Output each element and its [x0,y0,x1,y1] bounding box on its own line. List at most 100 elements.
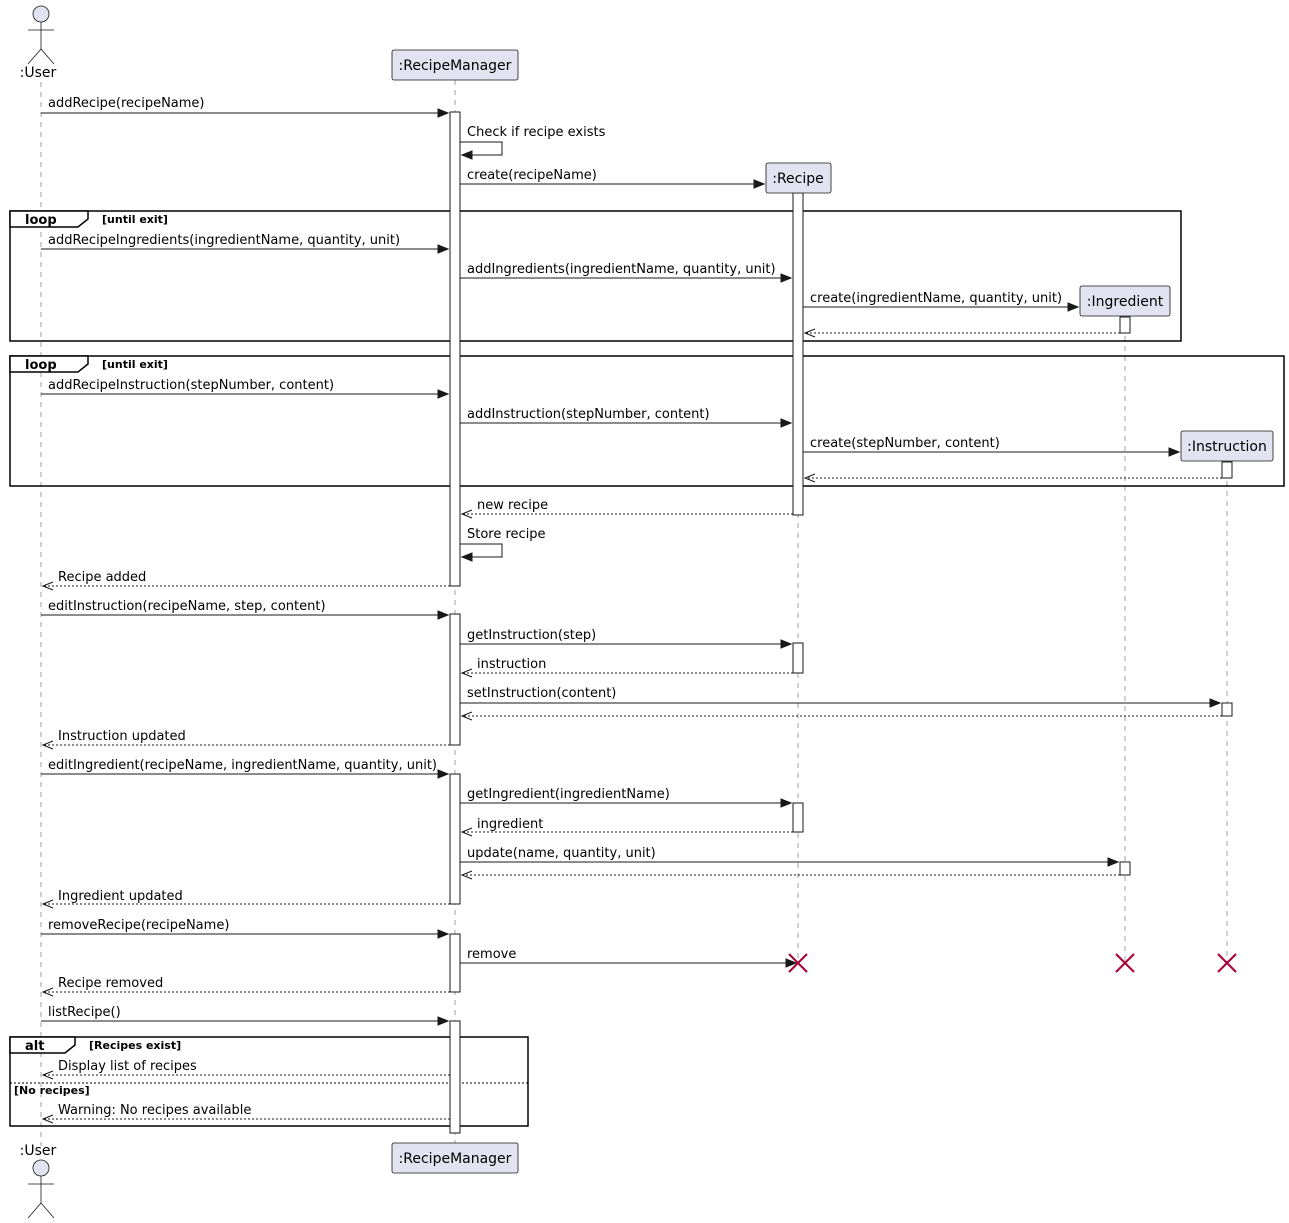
loop-guard: [until exit] [102,213,168,226]
participant-label: :Ingredient [1087,294,1164,310]
message-add-instruction: addInstruction(stepNumber, content) [460,407,793,428]
message-add-recipe-instruction: addRecipeInstruction(stepNumber, content… [41,378,450,399]
message-set-instruction: setInstruction(content) [460,686,1222,708]
message-add-ingredients: addIngredients(ingredientName, quantity,… [460,262,793,283]
return-instruction: instruction [460,657,793,678]
return-recipe-removed: Recipe removed [41,976,450,997]
participant-label: :Recipe [772,171,824,187]
actor-head-icon [32,1159,50,1177]
message-get-instruction: getInstruction(step) [460,628,793,649]
activation-bar [1119,861,1131,876]
message-label: addIngredients(ingredientName, quantity,… [467,262,776,277]
loop-tag: loop [25,213,57,228]
activation-bar [449,773,461,905]
message-label: addRecipeIngredients(ingredientName, qua… [48,233,400,248]
message-label: Recipe added [58,570,146,585]
activation-bar [449,1020,461,1134]
activation-bar [792,802,804,833]
activation-bar [1221,702,1233,717]
message-remove: remove [460,947,798,968]
message-add-recipe-ingredients: addRecipeIngredients(ingredientName, qua… [41,233,450,254]
return-from-ingredient [803,328,1120,338]
message-label: addRecipeInstruction(stepNumber, content… [48,378,334,393]
participant-recipe-manager-top: :RecipeManager [391,49,519,81]
destroy-ingredient-icon [1115,953,1135,973]
activation-bar [449,933,461,993]
participant-ingredient: :Ingredient [1079,285,1171,317]
loop-frame-instructions: loop [until exit] [9,355,1285,487]
loop-frame-ingredients: loop [until exit] [9,210,1182,342]
message-get-ingredient: getIngredient(ingredientName) [460,787,793,808]
participant-label: :Instruction [1187,439,1267,455]
message-label: new recipe [477,498,548,513]
return-from-set-instruction [460,711,1222,721]
activation-bar [792,192,804,516]
loop-tag: loop [25,358,57,373]
alt-frame-list: alt [Recipes exist] [No recipes] [9,1036,529,1127]
message-label: instruction [477,657,546,672]
participant-instruction: :Instruction [1180,430,1274,462]
activation-bar [449,613,461,746]
message-edit-instruction: editInstruction(recipeName, step, conten… [41,599,450,620]
message-label: Check if recipe exists [467,125,606,140]
return-ingredient: ingredient [460,817,793,837]
activation-bar [449,111,461,587]
message-label: create(recipeName) [467,168,597,183]
loop-guard: [until exit] [102,358,168,371]
actor-head-icon [32,5,50,23]
message-label: remove [467,947,516,962]
alt-tag: alt [25,1039,44,1054]
message-label: Recipe removed [58,976,163,991]
return-ingredient-updated: Ingredient updated [41,889,450,909]
message-label: create(stepNumber, content) [810,436,1000,451]
destroy-recipe-icon [788,953,808,973]
alt-guard: [Recipes exist] [89,1039,181,1052]
participant-label: :RecipeManager [399,1151,512,1167]
return-instruction-updated: Instruction updated [41,729,450,750]
destroy-instruction-icon [1217,953,1237,973]
return-from-instruction [803,473,1222,483]
message-label: Ingredient updated [58,889,183,904]
message-list-recipe: listRecipe() [41,1005,450,1026]
activation-bar [792,642,804,674]
message-label: addRecipe(recipeName) [48,96,205,111]
message-label: Store recipe [467,527,546,542]
message-label: Instruction updated [58,729,186,744]
message-update-ingredient: update(name, quantity, unit) [460,846,1120,867]
message-addrecipe: addRecipe(recipeName) [41,96,450,118]
participant-recipe-manager-bottom: :RecipeManager [391,1142,519,1174]
message-label: ingredient [477,817,543,832]
participant-label: :RecipeManager [399,58,512,74]
message-remove-recipe: removeRecipe(recipeName) [41,918,450,939]
message-label: editIngredient(recipeName, ingredientNam… [48,758,437,773]
return-no-recipes-warning: Warning: No recipes available [41,1103,450,1124]
alt-else-guard: [No recipes] [14,1084,90,1097]
message-store-recipe: Store recipe [460,527,546,562]
message-label: addInstruction(stepNumber, content) [467,407,710,422]
message-label: getInstruction(step) [467,628,596,643]
return-new-recipe: new recipe [460,498,793,519]
participant-label: :User [20,65,57,81]
message-create-recipe: create(recipeName) [460,168,766,189]
message-edit-ingredient: editIngredient(recipeName, ingredientNam… [41,758,450,779]
message-label: setInstruction(content) [467,686,616,701]
message-create-instruction: create(stepNumber, content) [803,436,1181,457]
message-label: update(name, quantity, unit) [467,846,656,861]
message-label: listRecipe() [48,1005,121,1020]
actor-user-bottom: :User [20,1143,57,1219]
message-label: Display list of recipes [58,1059,197,1074]
message-create-ingredient: create(ingredientName, quantity, unit) [803,291,1080,312]
participant-recipe: :Recipe [765,162,832,194]
participant-label: :User [20,1143,57,1159]
message-label: getIngredient(ingredientName) [467,787,670,802]
message-label: removeRecipe(recipeName) [48,918,229,933]
actor-user-top: :User [20,5,57,81]
activation-bar [1221,461,1233,479]
return-from-update [460,870,1120,880]
message-label: editInstruction(recipeName, step, conten… [48,599,326,614]
return-recipe-added: Recipe added [41,570,450,591]
activation-bar [1119,316,1131,334]
message-label: Warning: No recipes available [58,1103,251,1118]
return-display-recipes: Display list of recipes [41,1059,450,1080]
